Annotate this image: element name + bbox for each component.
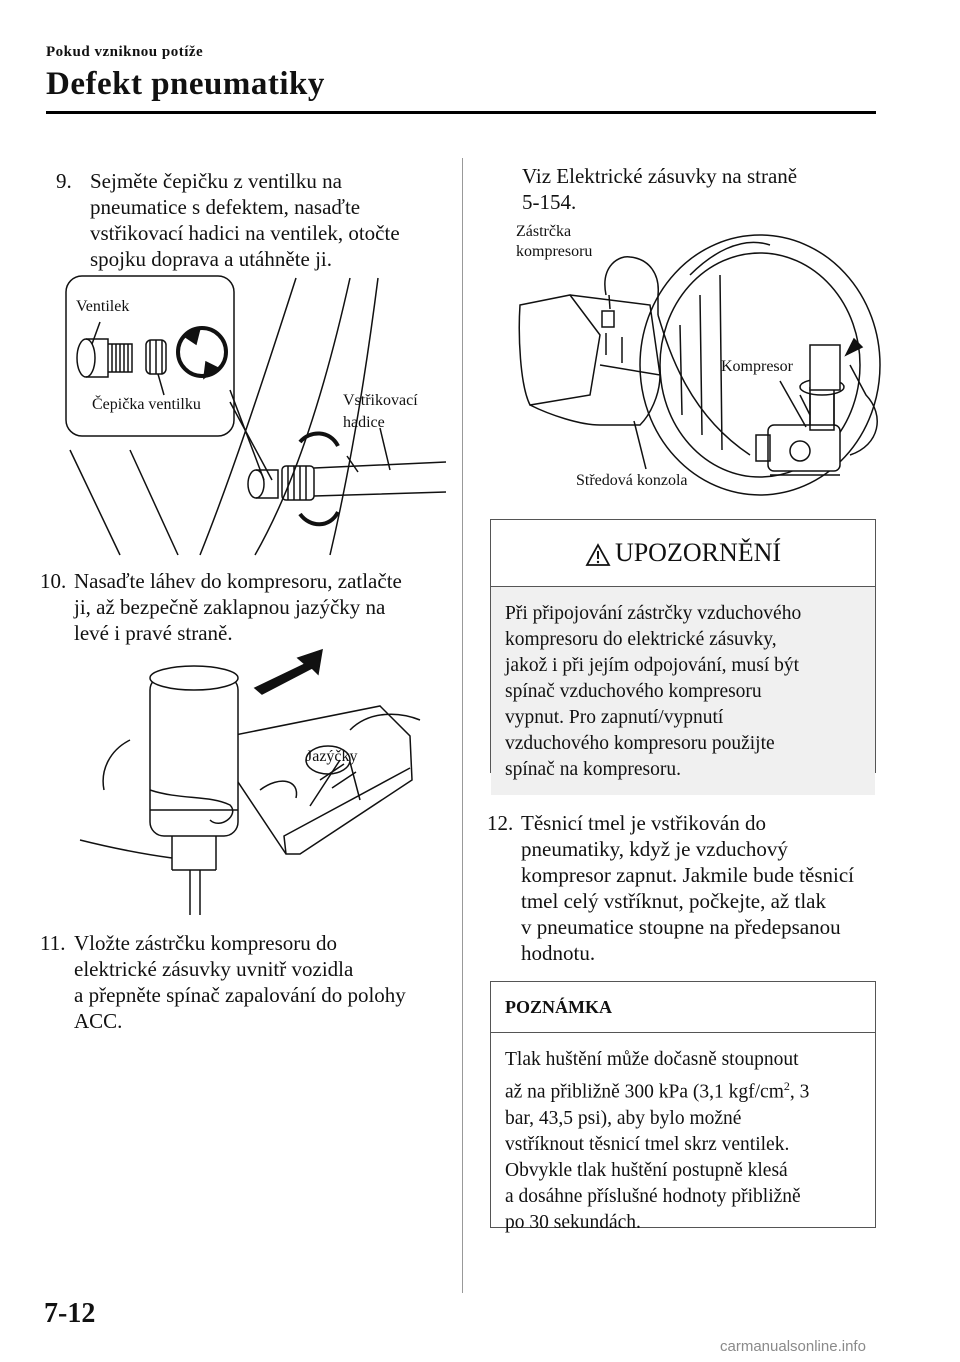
hose-label-1: Vstřikovací (343, 392, 418, 409)
step-text: Nasaďte láhev do kompresoru, zatlačte (74, 569, 402, 593)
warning-box: UPOZORNĚNÍ Při připojování zástrčky vzdu… (490, 519, 876, 795)
step-text: Sejměte čepičku z ventilku na (90, 169, 342, 193)
note-line: až na přibližně 300 kPa (3,1 kgf/cm2, 3 (505, 1073, 861, 1106)
note-text: , 3 (789, 1081, 810, 1103)
note-line: Obvykle tlak huštění postupně klesá (505, 1159, 788, 1181)
valve-hose-illustration (65, 275, 447, 556)
compressor-label: Kompresor (721, 358, 793, 375)
note-header: POZNÁMKA (491, 982, 875, 1033)
section-header: Pokud vzniknou potíže (46, 44, 204, 60)
warning-line: vypnut. Pro zapnutí/vypnutí (505, 707, 724, 728)
column-divider (462, 158, 463, 1293)
plug-label-1: Zástrčka (516, 223, 572, 240)
step-text: vstřikovací hadici na ventilek, otočte (90, 221, 400, 245)
step-text: pneumatiky, když je vzduchový (521, 837, 788, 861)
note-line: vstříknout těsnicí tmel skrz ventilek. (505, 1133, 790, 1155)
valve-cap-label: Čepička ventilku (92, 396, 201, 413)
step-10: 10. Nasaďte láhev do kompresoru, zatlačte… (40, 568, 460, 646)
step-11-continuation: Viz Elektrické zásuvky na straně 5-154. (522, 163, 872, 215)
warning-line: spínač na kompresoru. (505, 759, 681, 780)
step-text: ACC. (74, 1009, 123, 1033)
step-number: 10. (40, 569, 67, 593)
step-text: Viz Elektrické zásuvky na straně (522, 164, 798, 188)
step-text: hodnotu. (521, 941, 596, 965)
plug-label-2: kompresoru (516, 243, 593, 260)
watermark: carmanualsonline.info (720, 1338, 866, 1355)
step-text: spojku doprava a utáhněte ji. (90, 247, 333, 271)
compressor-console-illustration (518, 234, 881, 496)
warning-line: vzduchového kompresoru použijte (505, 733, 775, 754)
page-title: Defekt pneumatiky (46, 66, 325, 102)
step-text: tmel celý vstříknut, počkejte, až tlak (521, 889, 826, 913)
step-text: levé i pravé straně. (74, 621, 233, 645)
header-rule (46, 111, 876, 114)
step-text: Těsnicí tmel je vstřikován do (521, 811, 766, 835)
step-12: 12. Těsnicí tmel je vstřikován do pneumat… (487, 810, 877, 966)
warning-line: kompresoru do elektrické zásuvky, (505, 629, 777, 650)
step-number: 9. (56, 169, 72, 193)
step-number: 11. (40, 931, 66, 955)
console-label: Středová konzola (576, 472, 688, 489)
note-line: bar, 43,5 psi), aby bylo možné (505, 1107, 742, 1129)
warning-body: Při připojování zástrčky vzduchového kom… (491, 587, 875, 795)
bottle-compressor-illustration (79, 648, 421, 915)
step-11: 11. Vložte zástrčku kompresoru do elektri… (40, 930, 460, 1034)
step-text: kompresor zapnut. Jakmile bude těsnicí (521, 863, 854, 887)
warning-line: Při připojování zástrčky vzduchového (505, 603, 802, 624)
note-line: po 30 sekundách. (505, 1211, 641, 1233)
step-text: ji, až bezpečně zaklapnou jazýčky na (74, 595, 386, 619)
page-number: 7-12 (44, 1298, 96, 1329)
step-text: v pneumatice stoupne na předepsanou (521, 915, 841, 939)
note-text: až na přibližně 300 kPa (3,1 kgf/cm (505, 1081, 784, 1103)
note-line: a dosáhne příslušné hodnoty přibližně (505, 1185, 801, 1207)
note-superscript: 2 (783, 1079, 790, 1093)
hose-label-2: hadice (343, 414, 385, 431)
step-text: a přepněte spínač zapalování do polohy (74, 983, 406, 1007)
step-text: Vložte zástrčku kompresoru do (74, 931, 338, 955)
warning-triangle-icon (585, 543, 611, 566)
step-9: 9. Sejměte čepičku z ventilku na pneumati… (56, 168, 456, 272)
step-text: elektrické zásuvky uvnitř vozidla (74, 957, 354, 981)
warning-header: UPOZORNĚNÍ (491, 520, 875, 587)
warning-title: UPOZORNĚNÍ (614, 538, 782, 567)
valve-label: Ventilek (76, 298, 130, 315)
note-line: Tlak huštění může dočasně stoupnout (505, 1049, 799, 1070)
step-text: 5-154. (522, 190, 577, 214)
step-text: pneumatice s defektem, nasaďte (90, 195, 361, 219)
step-number: 12. (487, 811, 514, 835)
warning-line: spínač vzduchového kompresoru (505, 681, 762, 702)
warning-line: jakož i při jejím odpojování, musí být (505, 655, 800, 676)
note-body: Tlak huštění může dočasně stoupnout až n… (491, 1033, 875, 1246)
note-box: POZNÁMKA Tlak huštění může dočasně stoup… (490, 981, 876, 1233)
tabs-label: Jazýčky (306, 748, 358, 765)
